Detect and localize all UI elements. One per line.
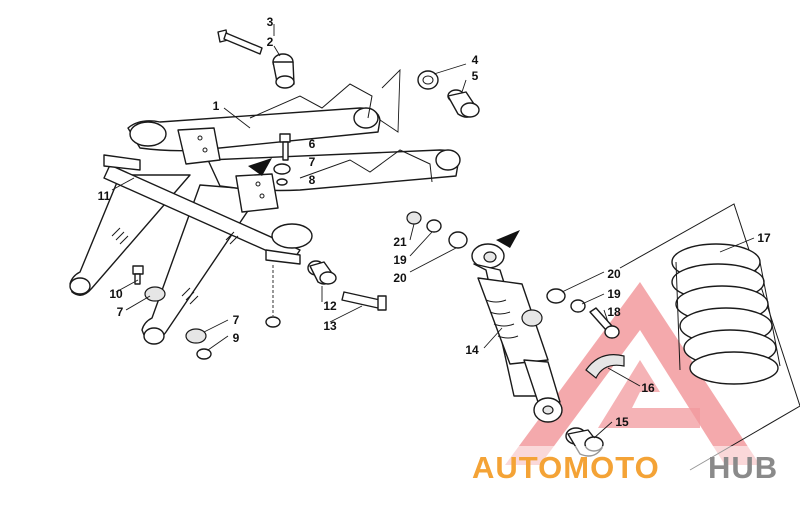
callout-2: 2 <box>267 35 274 49</box>
direction-arrow <box>248 158 272 176</box>
callout-17: 17 <box>757 231 771 245</box>
washer-20 <box>448 231 468 249</box>
nut-8 <box>276 178 288 186</box>
callout-7c: 7 <box>233 313 240 327</box>
arm-upper <box>127 107 381 152</box>
callout-19: 19 <box>393 253 407 267</box>
callout-7b: 7 <box>117 305 124 319</box>
wire-stop-upper <box>249 83 373 119</box>
bolt-10 <box>132 265 144 285</box>
washer-7c <box>185 328 207 344</box>
callout-10: 10 <box>109 287 123 301</box>
mount-bracket-2 <box>235 173 279 213</box>
bracket-hole <box>259 193 265 199</box>
spring-retainer-16 <box>585 354 625 379</box>
shock-absorber <box>471 243 563 423</box>
rail-hatch <box>111 227 129 245</box>
callout-7: 7 <box>309 155 316 169</box>
bolt-13 <box>341 291 387 311</box>
bracket-hole <box>202 147 208 153</box>
bushing-2 <box>272 53 295 89</box>
watermark-triangle-inner <box>598 360 700 428</box>
swing-arm-assembly <box>69 83 461 345</box>
rail-left <box>69 174 191 296</box>
bracket-hole <box>197 135 203 141</box>
rail-end-cap-right <box>143 327 165 345</box>
callout-9: 9 <box>233 331 240 345</box>
bolt-3 <box>217 29 263 55</box>
callout-14: 14 <box>465 343 479 357</box>
nut-21 <box>406 211 422 225</box>
washer-19 <box>426 219 442 233</box>
callout-1: 1 <box>213 99 220 113</box>
callout-8: 8 <box>309 173 316 187</box>
cross-bracket <box>103 154 141 171</box>
callout-18: 18 <box>607 305 621 319</box>
nut-9 <box>196 348 212 360</box>
wire-stop-lower <box>299 149 433 183</box>
bolt-18 <box>589 307 620 339</box>
washer-19b <box>570 299 586 313</box>
callout-15: 15 <box>615 415 629 429</box>
direction-arrow <box>496 230 520 248</box>
callout-20b: 20 <box>607 267 621 281</box>
callout-11: 11 <box>98 189 111 203</box>
rail-hatch <box>225 231 239 245</box>
rail-hatch <box>181 287 199 305</box>
nut-lower <box>265 316 281 328</box>
bushing-12 <box>307 260 337 285</box>
callout-12: 12 <box>323 299 337 313</box>
cross-bracket-right <box>265 249 301 265</box>
pivot-bushing-left <box>129 121 167 147</box>
coil-spring <box>619 203 800 471</box>
pivot-bushing-top <box>353 107 379 129</box>
mount-bracket-1 <box>177 127 221 165</box>
callout-5: 5 <box>472 69 479 83</box>
washer-7 <box>273 163 291 175</box>
callout-13: 13 <box>323 319 337 333</box>
leader-lines <box>111 24 755 439</box>
watermark-text-automoto: AUTOMOTO <box>472 450 660 485</box>
washer-20b <box>546 288 566 304</box>
pivot-bushing-top-right <box>435 149 461 171</box>
callout-16: 16 <box>641 381 655 395</box>
callout-20: 20 <box>393 271 407 285</box>
callout-19b: 19 <box>607 287 621 301</box>
bolt-6 <box>279 133 291 161</box>
washer-4 <box>417 70 439 90</box>
callout-21: 21 <box>393 235 407 249</box>
rail-end-cap-left <box>69 277 91 295</box>
callout-3: 3 <box>267 15 274 29</box>
callout-4: 4 <box>472 53 479 67</box>
pivot-bushing-right <box>271 223 313 249</box>
callout-labels: 3 2 4 5 1 6 7 8 11 17 21 19 20 20 19 18 … <box>98 15 771 429</box>
bushing-5 <box>447 89 480 118</box>
watermark-text-hub: HUB <box>708 450 778 485</box>
callout-6: 6 <box>309 137 316 151</box>
bracket-hole <box>255 181 261 187</box>
watermark-text: AUTOMOTO HUB <box>468 446 798 486</box>
washer-7b <box>144 286 166 302</box>
